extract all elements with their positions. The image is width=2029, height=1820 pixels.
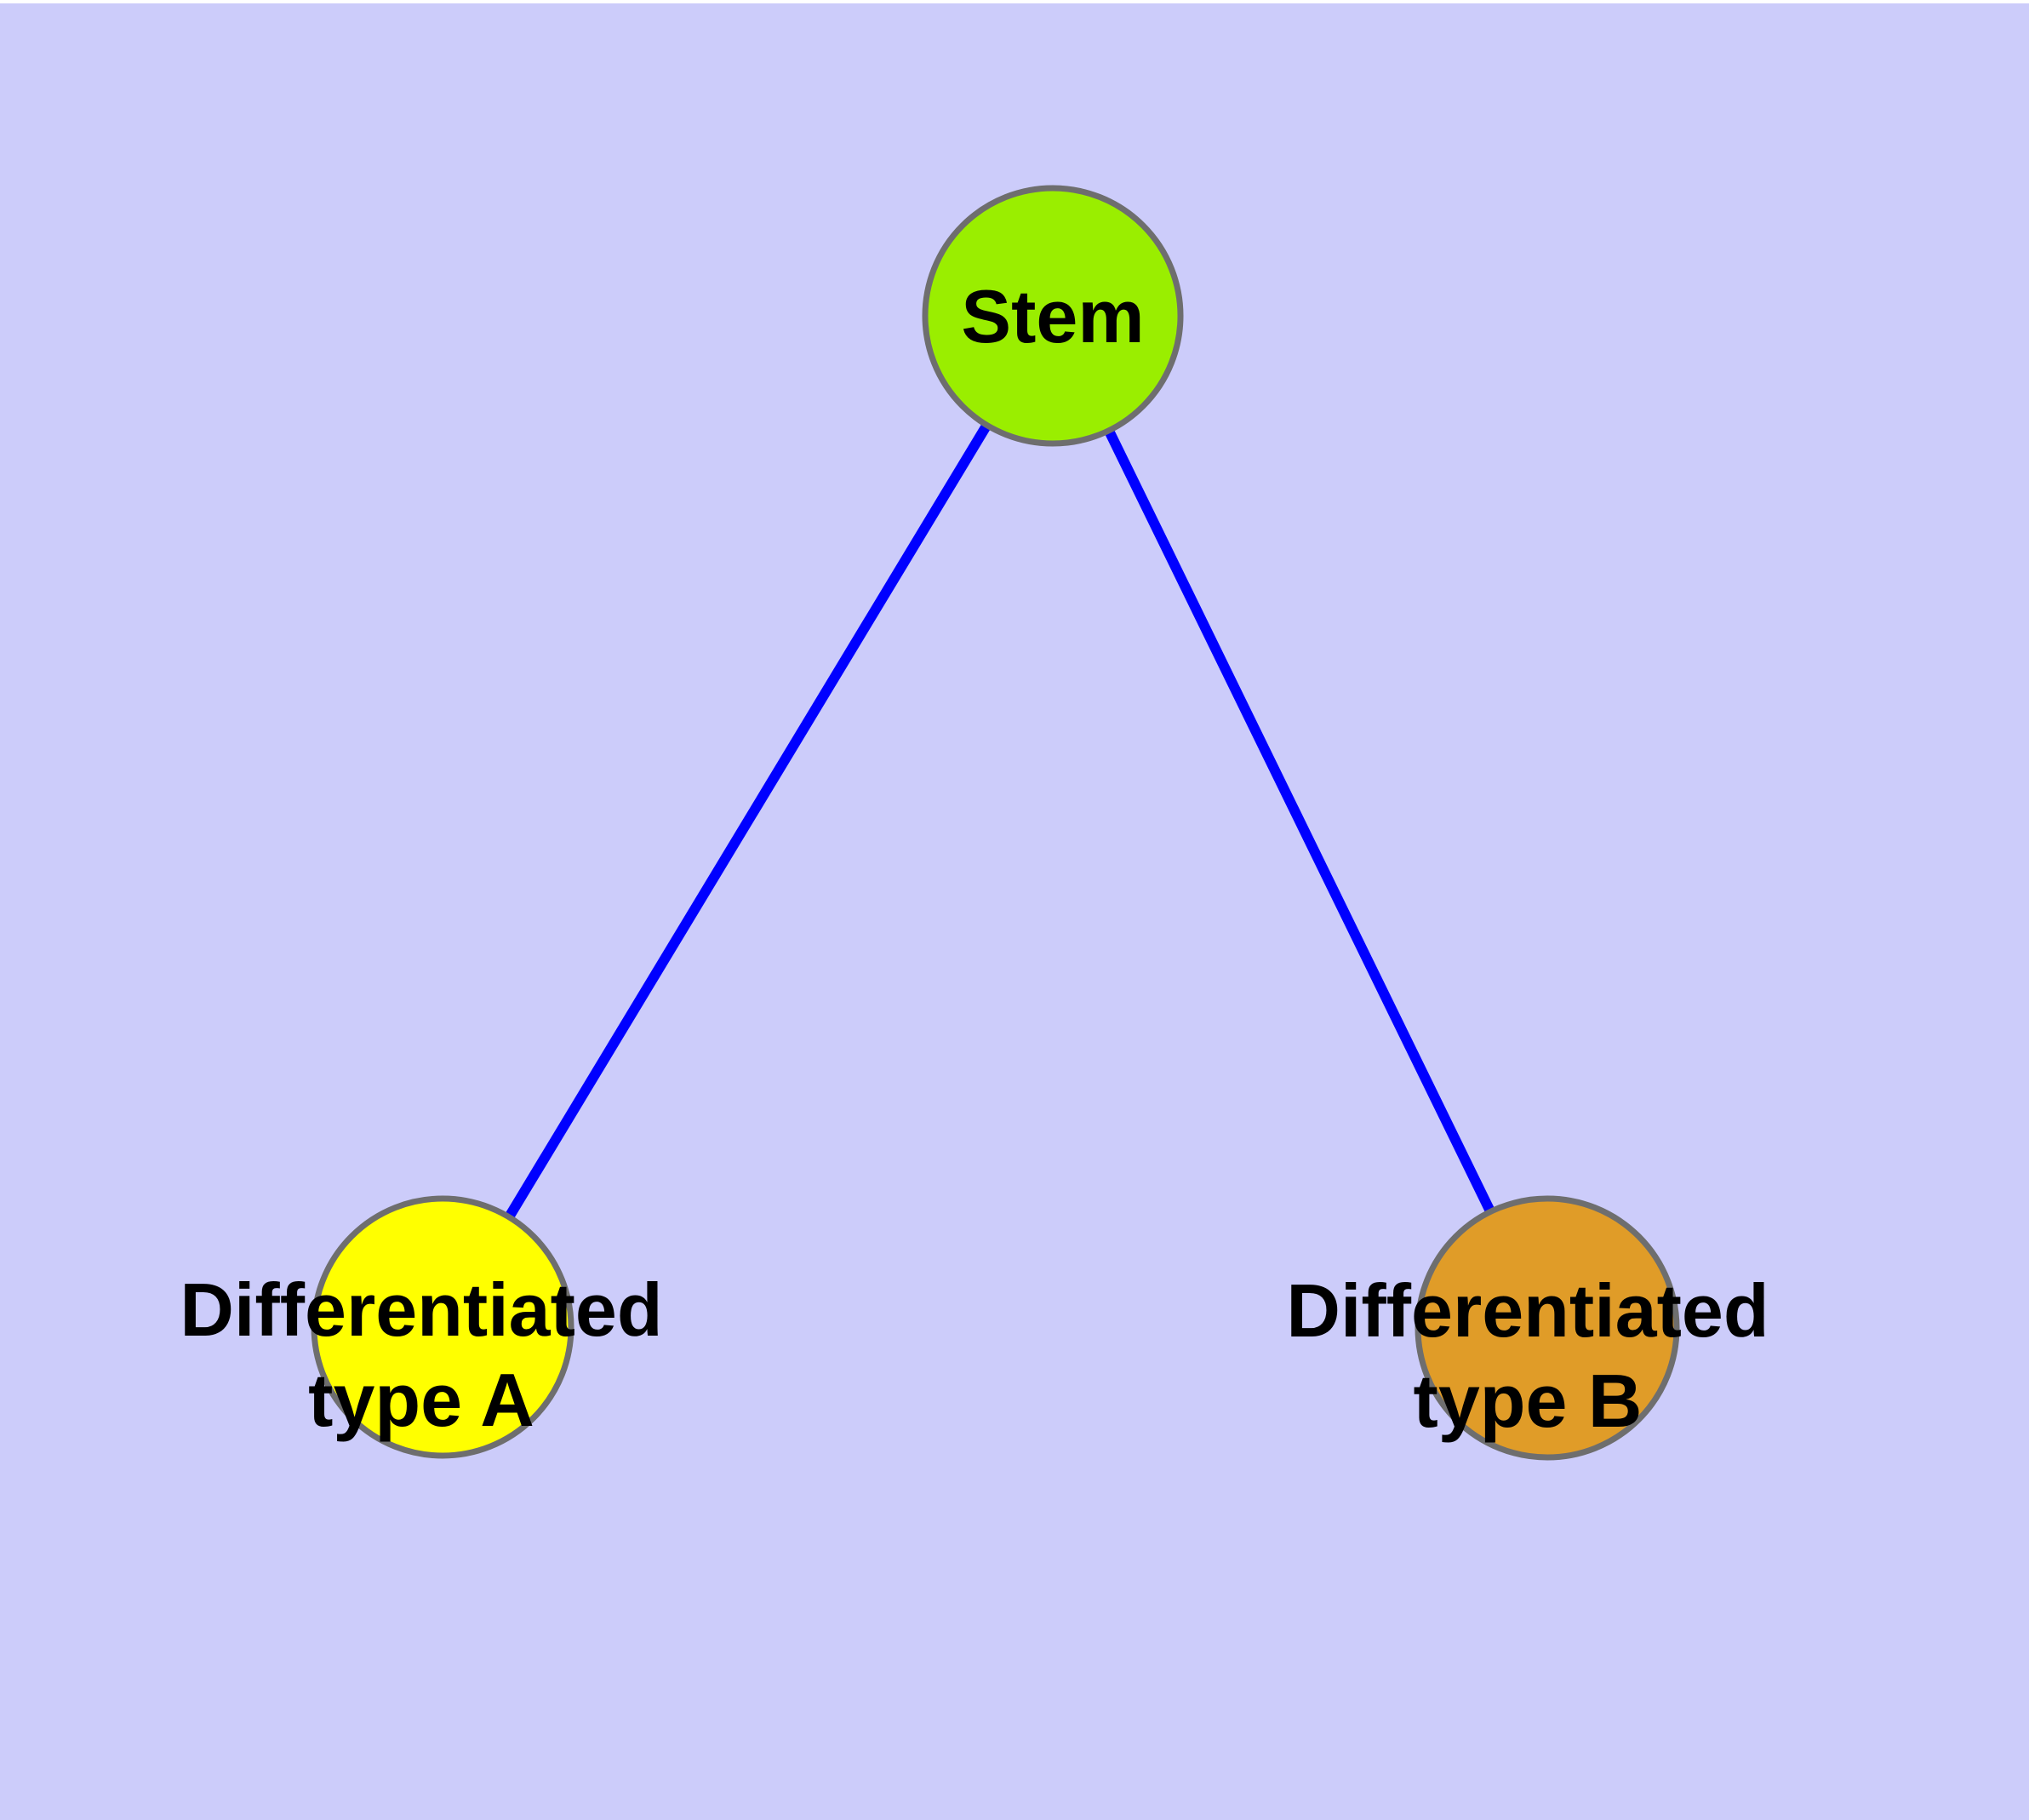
node-differentiated-type-a[interactable] — [311, 1195, 574, 1459]
node-label-differentiated-type-a-line1: Differentiated — [180, 1268, 662, 1352]
node-differentiated-type-b[interactable] — [1415, 1195, 1680, 1461]
label-layer: Stem Differentiated type A Differentiate… — [180, 274, 1769, 1443]
node-label-differentiated-type-a-line2: type A — [308, 1358, 534, 1442]
node-label-stem: Stem — [961, 274, 1144, 358]
edge-layer — [437, 312, 1552, 1331]
node-stem[interactable] — [922, 185, 1184, 447]
node-circle-stem[interactable] — [922, 185, 1184, 447]
node-circle-differentiated-type-a[interactable] — [311, 1195, 574, 1459]
node-label-differentiated-type-b-line1: Differentiated — [1286, 1268, 1769, 1353]
node-label-differentiated-type-b-line2: type B — [1414, 1359, 1643, 1443]
edge-stem-to-differentiated-type-b[interactable] — [1048, 313, 1552, 1331]
edge-stem-to-differentiated-type-a[interactable] — [437, 312, 1058, 1331]
node-circle-differentiated-type-b[interactable] — [1415, 1195, 1680, 1461]
node-layer — [311, 185, 1680, 1461]
